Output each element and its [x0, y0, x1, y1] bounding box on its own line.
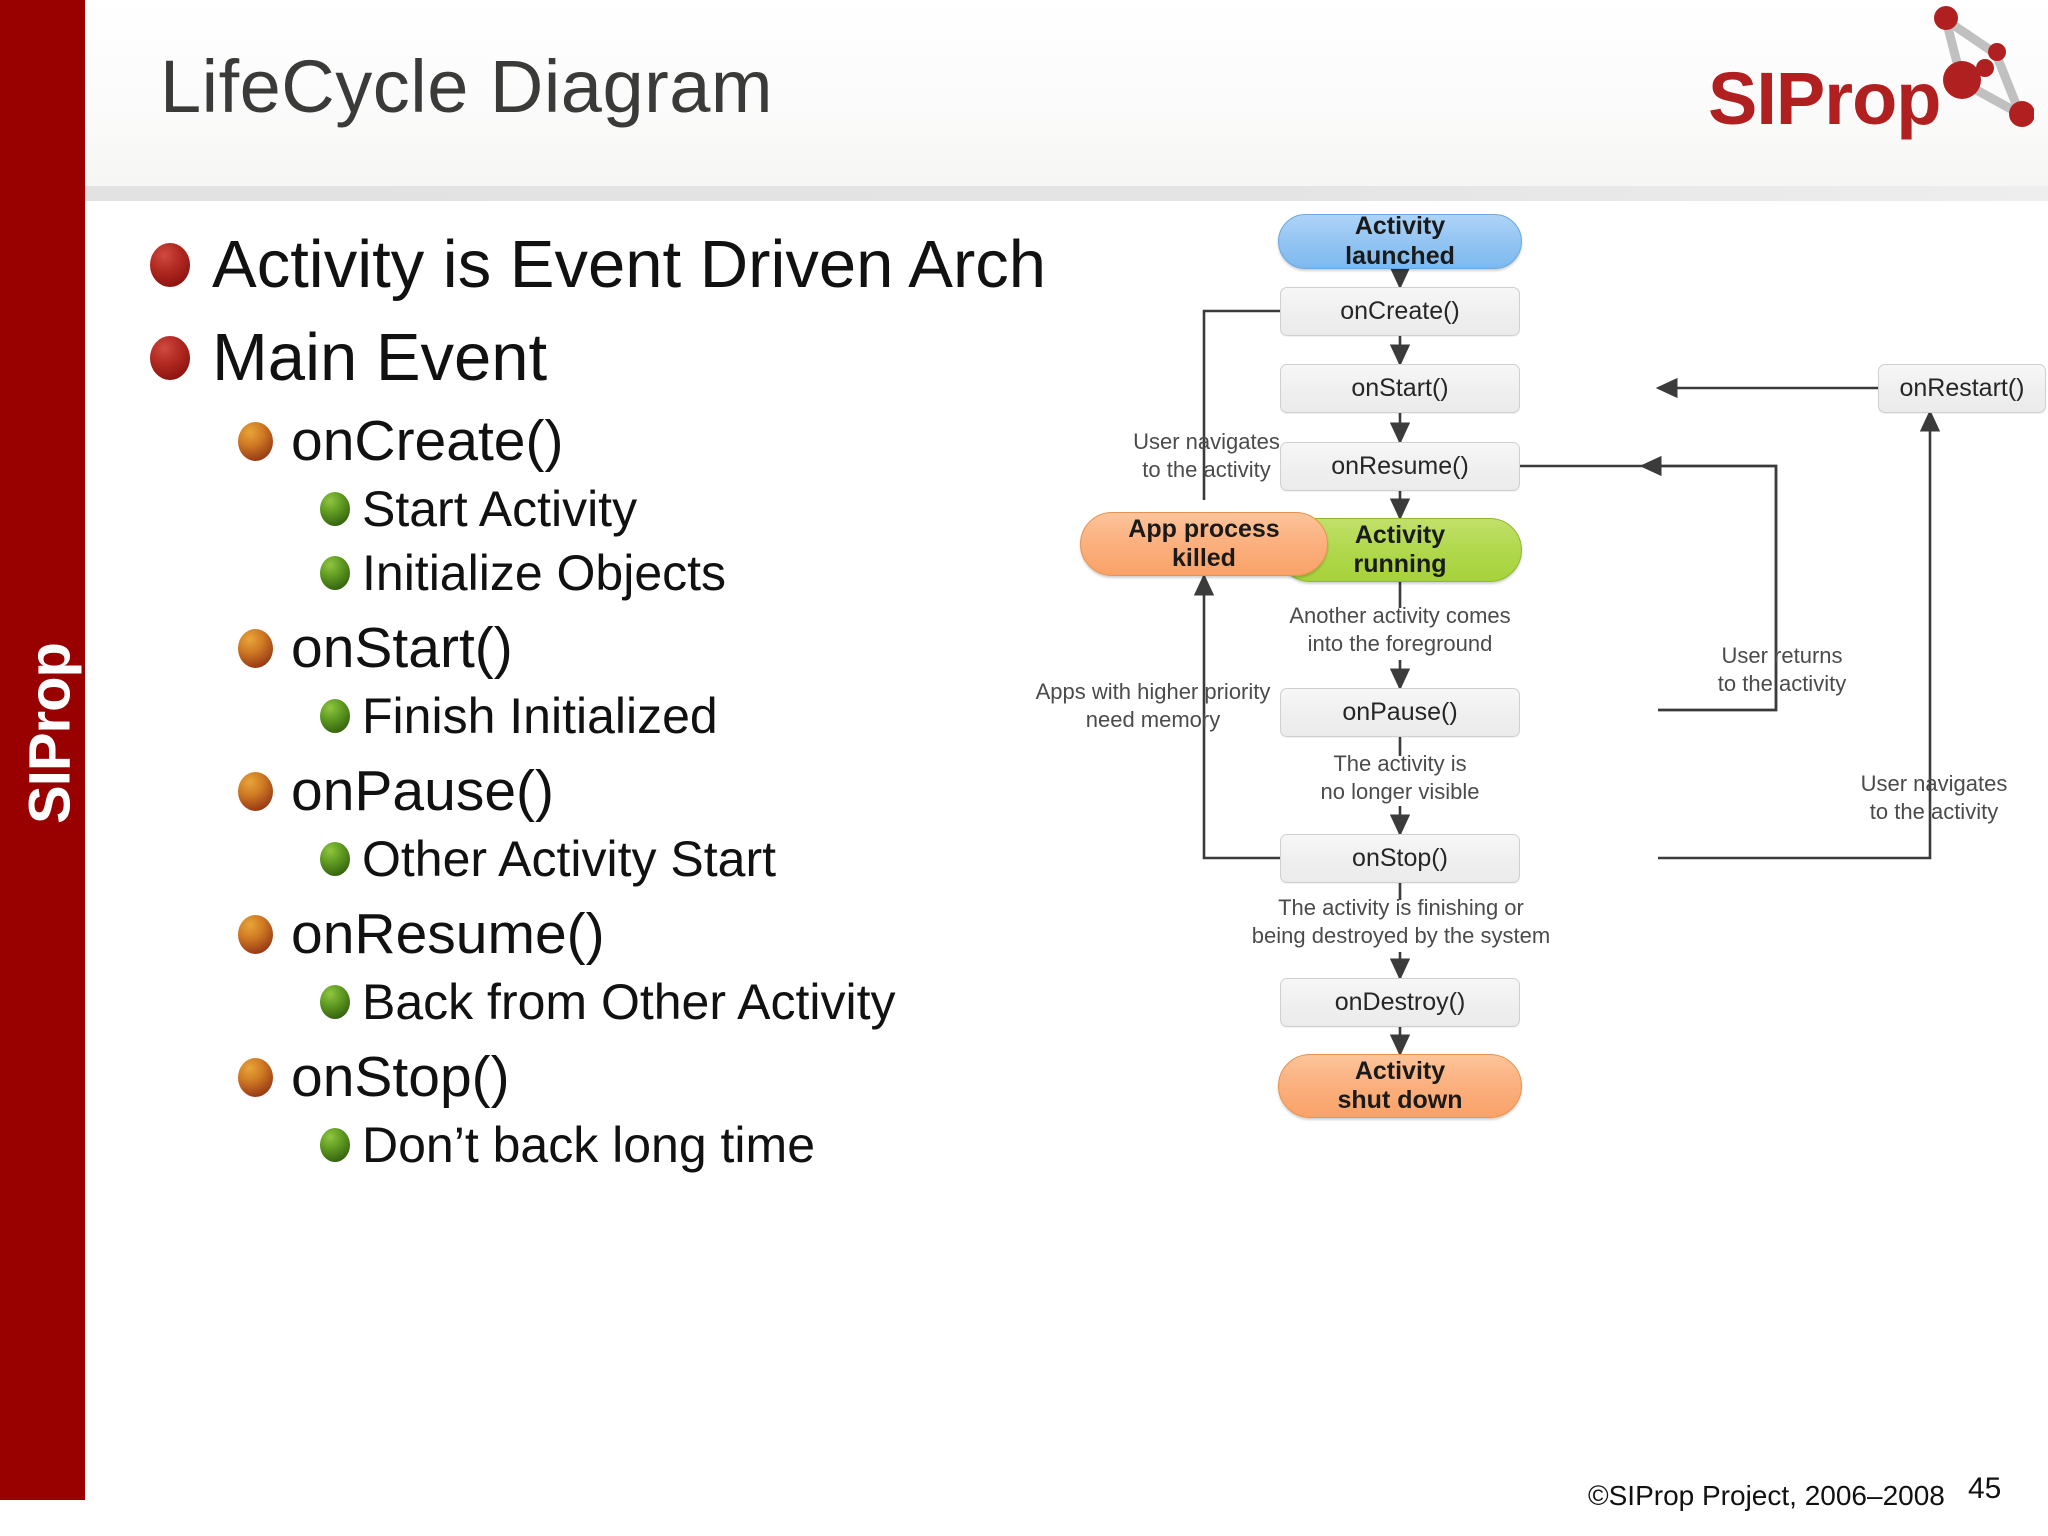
list-item: onCreate() [238, 413, 1170, 470]
list-item-label: Main Event [212, 320, 548, 395]
list-item: Start Activity [320, 484, 1170, 534]
edge-label-user-returns: User returns to the activity [1717, 643, 1847, 696]
list-item: onStop() [238, 1049, 1170, 1106]
header-divider [85, 186, 2048, 201]
list-item-label: Finish Initialized [362, 688, 718, 744]
list-item-label: onStart() [291, 616, 513, 680]
list-item-label: Other Activity Start [362, 831, 777, 887]
edge-label-another-activity-foreground: Another activity comes into the foregrou… [1289, 603, 1511, 656]
bullet-dot-level3-icon [320, 492, 350, 526]
bullet-dot-level3-icon [320, 556, 350, 590]
list-item-label: onPause() [291, 759, 554, 823]
bullet-dot-level1-icon [150, 335, 190, 380]
siprop-logo: SIProp [1704, 4, 2034, 154]
page-number: 45 [1968, 1472, 2002, 1505]
list-item-label: Don’t back long time [362, 1117, 816, 1173]
list-item: onResume() [238, 906, 1170, 963]
list-item: Main Event [150, 324, 1170, 391]
list-item: onStart() [238, 620, 1170, 677]
node-on-pause: onPause() [1280, 688, 1520, 737]
bullet-dot-level2-icon [238, 629, 273, 668]
node-label: Activity running [1353, 520, 1447, 579]
list-item-label: Activity is Event Driven Arch [212, 227, 1047, 302]
node-label: onCreate() [1340, 297, 1460, 325]
list-item: Finish Initialized [320, 691, 1170, 741]
node-label: onPause() [1342, 698, 1458, 726]
node-on-resume: onResume() [1280, 442, 1520, 491]
edge-label-apps-higher-priority: Apps with higher priority need memory [1035, 679, 1271, 732]
list-item-label: onCreate() [291, 409, 564, 473]
node-label: onDestroy() [1334, 988, 1466, 1016]
bullet-list: Activity is Event Driven Arch Main Event… [150, 205, 1170, 1170]
list-item-label: Back from Other Activity [362, 974, 896, 1030]
node-activity-launched: Activity launched [1278, 212, 1522, 270]
header-background [85, 0, 2048, 186]
page-title: LifeCycle Diagram [160, 45, 774, 128]
node-on-stop: onStop() [1280, 834, 1520, 883]
edge-label-user-navigates-left: User navigates to the activity [1133, 429, 1280, 482]
list-item-label: onStop() [291, 1045, 510, 1109]
bullet-dot-level3-icon [320, 985, 350, 1019]
node-app-process-killed: App process killed [1080, 512, 1328, 576]
node-on-create: onCreate() [1280, 287, 1520, 336]
node-label: onStart() [1351, 374, 1449, 402]
bullet-dot-level2-icon [238, 422, 273, 461]
logo-nodes-icon [1934, 6, 2034, 127]
bullet-dot-level2-icon [238, 772, 273, 811]
bullet-dot-level3-icon [320, 699, 350, 733]
bullet-dot-level2-icon [238, 1058, 273, 1097]
node-label: onStop() [1352, 844, 1448, 872]
edge-label-user-navigates-right: User navigates to the activity [1860, 771, 2008, 824]
bullet-dot-level3-icon [320, 842, 350, 876]
sidebar: SIProp [0, 0, 85, 1500]
node-label: Activity shut down [1337, 1056, 1463, 1115]
list-item-label: onResume() [291, 902, 605, 966]
node-label: App process killed [1128, 514, 1280, 573]
diagram-edges [1193, 267, 1941, 1057]
copyright-text: ©SIProp Project, 2006–2008 [1588, 1480, 1945, 1511]
node-activity-shut-down: Activity shut down [1278, 1054, 1522, 1118]
sidebar-brand-label: SIProp [17, 643, 83, 824]
list-item: Initialize Objects [320, 548, 1170, 598]
list-item-label: Start Activity [362, 481, 638, 537]
bullet-dot-level1-icon [150, 242, 190, 287]
list-item-label: Initialize Objects [362, 545, 727, 601]
node-on-destroy: onDestroy() [1280, 978, 1520, 1027]
edge-label-no-longer-visible: The activity is no longer visible [1320, 751, 1480, 804]
lifecycle-diagram: Activity launched onCreate() onStart() o… [1036, 170, 2048, 1470]
node-on-restart: onRestart() [1878, 364, 2046, 413]
node-label: onRestart() [1899, 374, 2025, 402]
list-item: Other Activity Start [320, 834, 1170, 884]
list-item: Activity is Event Driven Arch [150, 231, 1170, 298]
logo-wordmark: SIProp [1708, 57, 1941, 140]
node-label: onResume() [1331, 452, 1469, 480]
list-item: Don’t back long time [320, 1120, 1170, 1170]
list-item: onPause() [238, 763, 1170, 820]
bullet-dot-level2-icon [238, 915, 273, 954]
node-label: Activity launched [1345, 212, 1455, 270]
bullet-dot-level3-icon [320, 1128, 350, 1162]
node-on-start: onStart() [1280, 364, 1520, 413]
edge-label-finishing-or-destroyed: The activity is finishing or being destr… [1251, 895, 1551, 948]
list-item: Back from Other Activity [320, 977, 1170, 1027]
